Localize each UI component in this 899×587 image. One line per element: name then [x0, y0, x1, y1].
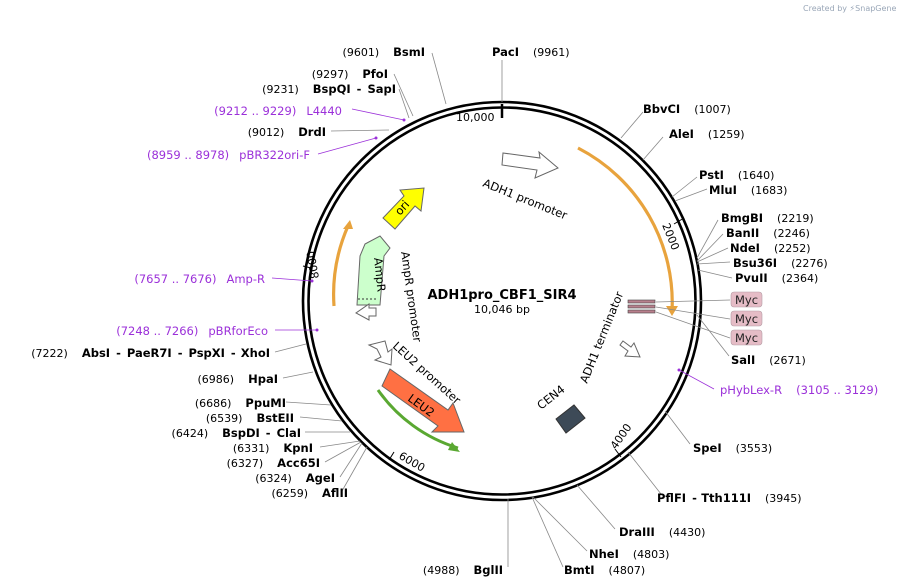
- enzyme-kpni: (6331)KpnI: [233, 441, 313, 455]
- orf-track-leu2: [376, 389, 459, 450]
- enzyme-alei: AleI(1259): [669, 127, 745, 141]
- enzyme-mlui: MluI(1683): [709, 183, 787, 197]
- ampr-feature: [356, 235, 391, 306]
- enzyme-bsteii: (6539)BstEII: [206, 411, 294, 425]
- enzyme-acc65i: (6327)Acc65I: [227, 456, 320, 470]
- adh1-terminator-label: ADH1 terminator: [577, 289, 627, 385]
- enzyme-drdi: (9012)DrdI: [248, 125, 326, 139]
- myc-label-3: Myc: [730, 329, 763, 346]
- enzyme-bmgbi: BmgBI(2219): [721, 211, 814, 225]
- enzyme-bglii: (4988)BglII: [423, 563, 503, 577]
- enzyme-pfoi: (9297)PfoI: [312, 67, 388, 81]
- plasmid-size: 10,046 bp: [474, 303, 530, 316]
- ampr-promoter-label: AmpR promoter: [398, 250, 425, 343]
- orf-track-cbf1-sir4-arrowhead: [666, 306, 678, 316]
- plasmid-name: ADH1pro_CBF1_SIR4: [427, 288, 576, 303]
- myc-label-1: Myc: [730, 291, 763, 308]
- leu2-promoter-arrow: [367, 340, 393, 366]
- ori-feature: [382, 187, 425, 230]
- snapgene-credit: Created by ⚡SnapGene: [803, 4, 896, 13]
- enzyme-hpai: (6986)HpaI: [198, 372, 278, 386]
- orf-track-cbf1-sir4: [577, 146, 674, 313]
- enzyme-ppumi: (6686)PpuMI: [195, 396, 286, 410]
- orf-track-ampr-arrowhead: [343, 220, 353, 229]
- cen4-feature: [555, 404, 586, 434]
- myc-tag-block: [627, 299, 656, 314]
- tick-8000: 8000: [304, 250, 322, 280]
- primer-phyblex-r: pHybLex-R(3105 .. 3129): [720, 383, 878, 397]
- primer-pbr322ori-f: (8959 .. 8978)pBR322ori-F: [147, 148, 310, 162]
- svg-text:Myc: Myc: [735, 312, 758, 326]
- enzyme-spei: SpeI(3553): [693, 441, 772, 455]
- enzyme-banii: BanII(2246): [726, 226, 810, 240]
- leu2-feature: [381, 368, 465, 433]
- enzyme-bmti: BmtI(4807): [564, 563, 645, 577]
- primer-dot-pbrforeco: [315, 328, 319, 332]
- tick-mark-8000: [302, 265, 312, 269]
- myc-leader-lines: [655, 299, 731, 339]
- ampr-promoter-arrow: [355, 303, 377, 321]
- tick-10000: 10,000: [456, 111, 495, 124]
- enzyme-pvuii: PvuII(2364): [735, 271, 818, 285]
- ampr-label: AmpR: [371, 257, 389, 293]
- enzyme-nhei: NheI(4803): [589, 547, 669, 561]
- enzyme-ndei: NdeI(2252): [730, 241, 811, 255]
- primer-dot-l4440: [402, 118, 406, 122]
- adh1-promoter-label: ADH1 promoter: [481, 176, 570, 223]
- primer-amp-r: (7657 .. 7676)Amp-R: [134, 272, 265, 286]
- svg-text:Myc: Myc: [735, 331, 758, 345]
- primer-pbrforeco: (7248 .. 7266)pBRforEco: [116, 324, 268, 338]
- primer-l4440: (9212 .. 9229)L4440: [214, 104, 342, 118]
- enzyme-agei: (6324)AgeI: [255, 471, 335, 485]
- myc-label-2: Myc: [730, 310, 763, 327]
- adh1-promoter-arrow: [501, 150, 559, 179]
- tick-mark-6000: [388, 451, 395, 461]
- enzyme-bspdi-clai: (6424)BspDI-ClaI: [172, 426, 301, 440]
- orf-track-leu2-arrowhead: [448, 442, 460, 452]
- enzyme-bspqi-sapi: (9231)BspQI-SapI: [262, 82, 396, 96]
- enzyme-psti: PstI(1640): [699, 168, 774, 182]
- enzyme-absi-xhoi: (7222)AbsI-PaeR7I-PspXI-XhoI: [31, 346, 270, 360]
- tick-mark-2000: [673, 217, 685, 225]
- enzyme-leader-lines: [274, 52, 733, 568]
- orf-track-ampr: [332, 225, 350, 307]
- enzyme-bsmi: (9601)BsmI: [343, 45, 425, 59]
- primer-dot-phyblex: [677, 368, 681, 372]
- svg-text:Myc: Myc: [735, 293, 758, 307]
- enzyme-aflii: (6259)AflII: [271, 486, 348, 500]
- enzyme-draiii: DraIII(4430): [619, 525, 705, 539]
- enzyme-bsu36i: Bsu36I(2276): [733, 256, 828, 270]
- enzyme-sali: SalI(2671): [731, 353, 806, 367]
- adh1-terminator-arrow: [619, 340, 641, 358]
- enzyme-bbvci: BbvCI(1007): [643, 102, 731, 116]
- enzyme-paci: PacI(9961): [492, 45, 570, 59]
- primer-leader-lines: [271, 108, 715, 390]
- tick-mark-4000: [614, 448, 622, 458]
- cen4-label: CEN4: [534, 382, 567, 412]
- primer-dot-pbr322: [374, 136, 378, 140]
- enzyme-pflfi-tth111i: PflFI-Tth111I(3945): [657, 491, 802, 505]
- primer-dot-ampr: [310, 279, 314, 283]
